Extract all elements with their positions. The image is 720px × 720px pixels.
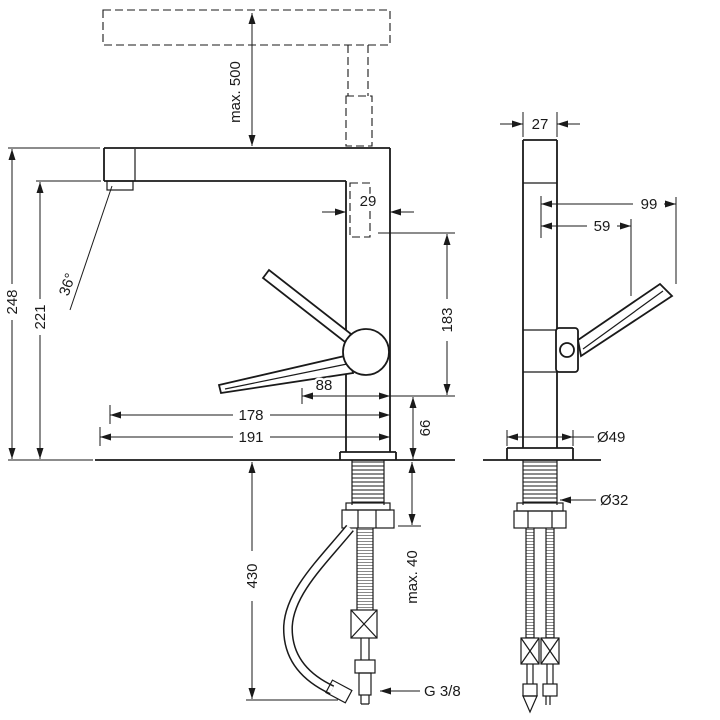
dim-430: 430 xyxy=(244,563,261,588)
dim-thread: G 3/8 xyxy=(424,683,461,700)
front-view: 27 99 59 Ø49 Ø32 xyxy=(483,112,677,714)
dim-29: 29 xyxy=(360,193,377,210)
handle-lever-up xyxy=(261,268,353,344)
base-flange xyxy=(339,451,397,460)
front-mounting-nut xyxy=(513,510,567,529)
g38-fitting xyxy=(358,672,372,696)
mounting-hardware xyxy=(341,460,395,529)
dim-66: 66 xyxy=(417,420,434,437)
dim-88: 88 xyxy=(316,377,333,394)
hose-connector xyxy=(325,679,353,704)
front-handle-assembly xyxy=(555,282,674,373)
threaded-shank xyxy=(352,460,384,505)
supply-hoses xyxy=(282,524,378,705)
front-base-flange xyxy=(506,447,574,460)
spout-outline xyxy=(103,147,390,191)
handle-pivot xyxy=(342,328,390,376)
dim-59: 59 xyxy=(594,218,611,235)
hose-end-fitting xyxy=(522,695,538,714)
dim-183: 183 xyxy=(439,307,456,332)
front-mounting-hardware xyxy=(513,460,567,529)
dim-dia49: Ø49 xyxy=(597,429,625,446)
side-view: max. 500 248 221 36° 29 183 xyxy=(4,9,461,705)
handle-lever-down xyxy=(217,353,355,395)
dimensions-front-view: 27 99 59 Ø49 Ø32 xyxy=(500,112,677,509)
handle-assembly xyxy=(217,268,390,395)
front-threaded-shank xyxy=(523,460,557,505)
dim-191: 191 xyxy=(238,429,263,446)
raised-spout-outline xyxy=(102,9,391,238)
aerator xyxy=(106,180,134,191)
dim-99: 99 xyxy=(641,196,658,213)
dim-221: 221 xyxy=(32,304,49,329)
dim-max-height: max. 500 xyxy=(227,61,244,123)
front-body xyxy=(506,139,574,460)
dim-248: 248 xyxy=(4,289,21,314)
front-supply-hoses xyxy=(520,528,560,714)
dim-dia32: Ø32 xyxy=(600,492,628,509)
front-handle-pivot xyxy=(559,342,575,358)
riser-body xyxy=(339,148,397,460)
dim-27: 27 xyxy=(532,116,549,133)
dim-max-40: max. 40 xyxy=(404,550,421,603)
dimensions-side-view: max. 500 248 221 36° 29 183 xyxy=(4,13,461,701)
dim-angle: 36° xyxy=(56,271,79,298)
mounting-nut xyxy=(341,509,395,529)
dim-178: 178 xyxy=(238,407,263,424)
